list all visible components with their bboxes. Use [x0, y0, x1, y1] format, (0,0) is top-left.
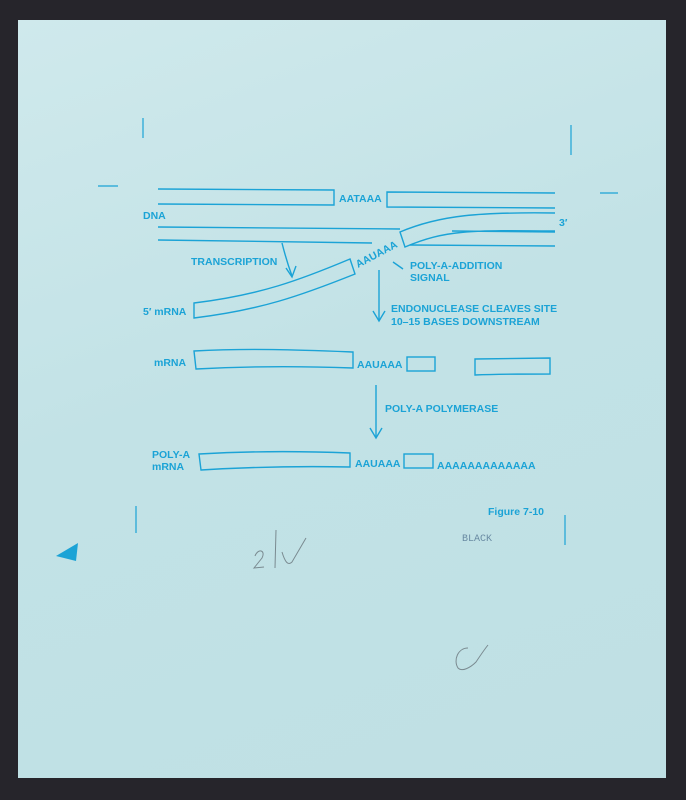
transcription-label: TRANSCRIPTION [191, 256, 277, 268]
arrows [281, 242, 404, 440]
registration-triangle [56, 543, 78, 561]
poly-a-mrna-label: POLY-A [152, 449, 191, 461]
color-stamp: BLACK [462, 534, 492, 545]
poly-a-signal-label-2: SIGNAL [410, 272, 450, 284]
endonuclease-label: ENDONUCLEASE CLEAVES SITE [391, 303, 557, 315]
poly-a-mrna-label-2: mRNA [152, 461, 185, 473]
nascent-mrna [193, 258, 356, 319]
poly-a-polymerase-label: POLY-A POLYMERASE [385, 403, 498, 415]
three-prime-label: 3′ [559, 217, 568, 229]
handwritten-note [252, 529, 489, 671]
five-prime-mrna-label: 5′ mRNA [143, 306, 187, 318]
dna-strands [157, 188, 556, 248]
poly-a-signal-label: POLY-A-ADDITION [410, 260, 502, 272]
poly-a-tail-label: AAAAAAAAAAAAA [437, 460, 536, 472]
poly-a-mrna [198, 450, 434, 471]
figure-caption: Figure 7-10 [488, 506, 544, 518]
aauaaa-final-label: AAUAAA [355, 458, 401, 470]
dna-label: DNA [143, 210, 166, 222]
aauaaa-cleaved-label: AAUAAA [357, 359, 403, 371]
cleaved-mrna [193, 348, 551, 376]
endonuclease-label-2: 10–15 BASES DOWNSTREAM [391, 316, 540, 328]
crop-marks [98, 118, 618, 545]
mrna-label: mRNA [154, 357, 187, 369]
paper-sheet [18, 20, 666, 778]
aataaa-label: AATAAA [339, 193, 382, 205]
